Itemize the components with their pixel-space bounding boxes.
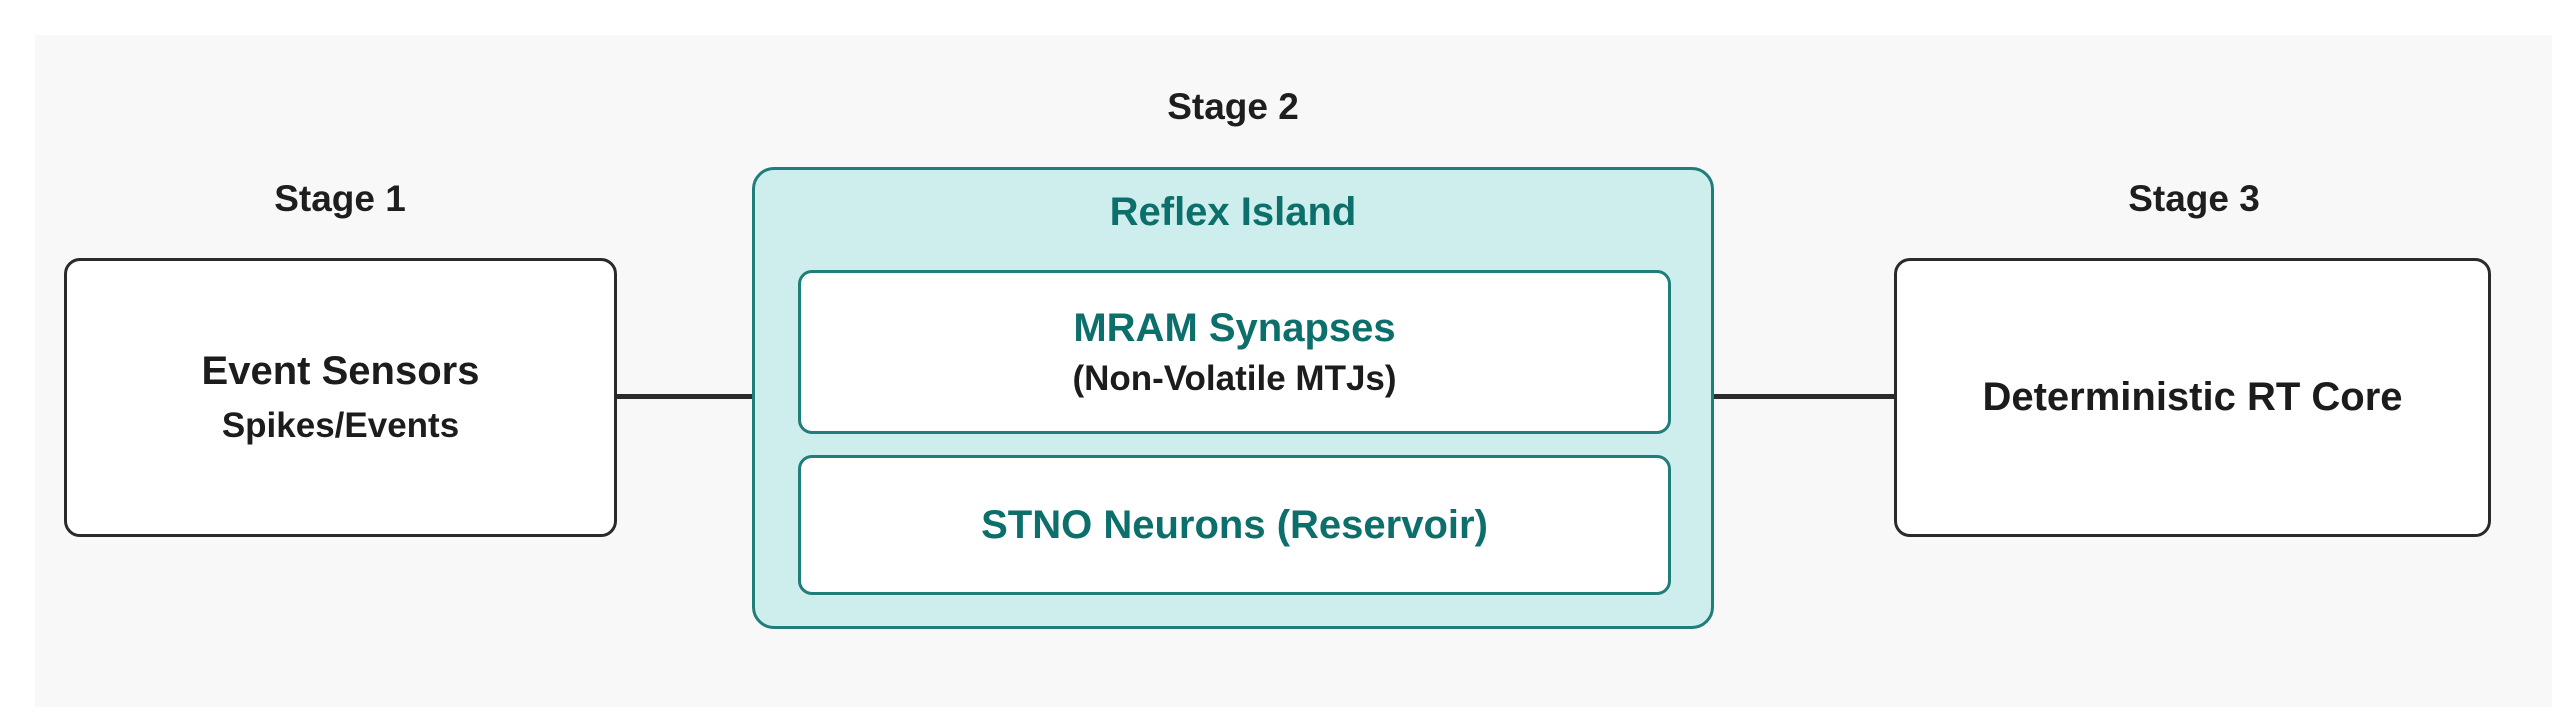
rt-core-box: Deterministic RT Core	[1894, 258, 2491, 537]
reflex-island-title: Reflex Island	[1109, 190, 1357, 234]
event-sensors-subtitle: Spikes/Events	[221, 406, 460, 445]
stage-3-label: Stage 3	[2128, 178, 2260, 219]
mram-synapses-subtitle: (Non-Volatile MTJs)	[1072, 358, 1397, 398]
connector-island-to-core	[1712, 394, 1897, 399]
reflex-island-container: Reflex Island MRAM Synapses (Non-Volatil…	[752, 167, 1714, 629]
mram-synapses-title: MRAM Synapses	[1073, 305, 1396, 350]
stage-1-label: Stage 1	[274, 178, 406, 219]
rt-core-title: Deterministic RT Core	[1982, 375, 2403, 419]
stage-2-label: Stage 2	[1167, 86, 1299, 127]
stno-neurons-box: STNO Neurons (Reservoir)	[798, 455, 1671, 595]
mram-synapses-box: MRAM Synapses (Non-Volatile MTJs)	[798, 270, 1671, 434]
stno-neurons-title: STNO Neurons (Reservoir)	[981, 502, 1488, 547]
event-sensors-box: Event Sensors Spikes/Events	[64, 258, 617, 537]
event-sensors-title: Event Sensors	[201, 349, 480, 393]
connector-sensors-to-island	[614, 394, 754, 399]
